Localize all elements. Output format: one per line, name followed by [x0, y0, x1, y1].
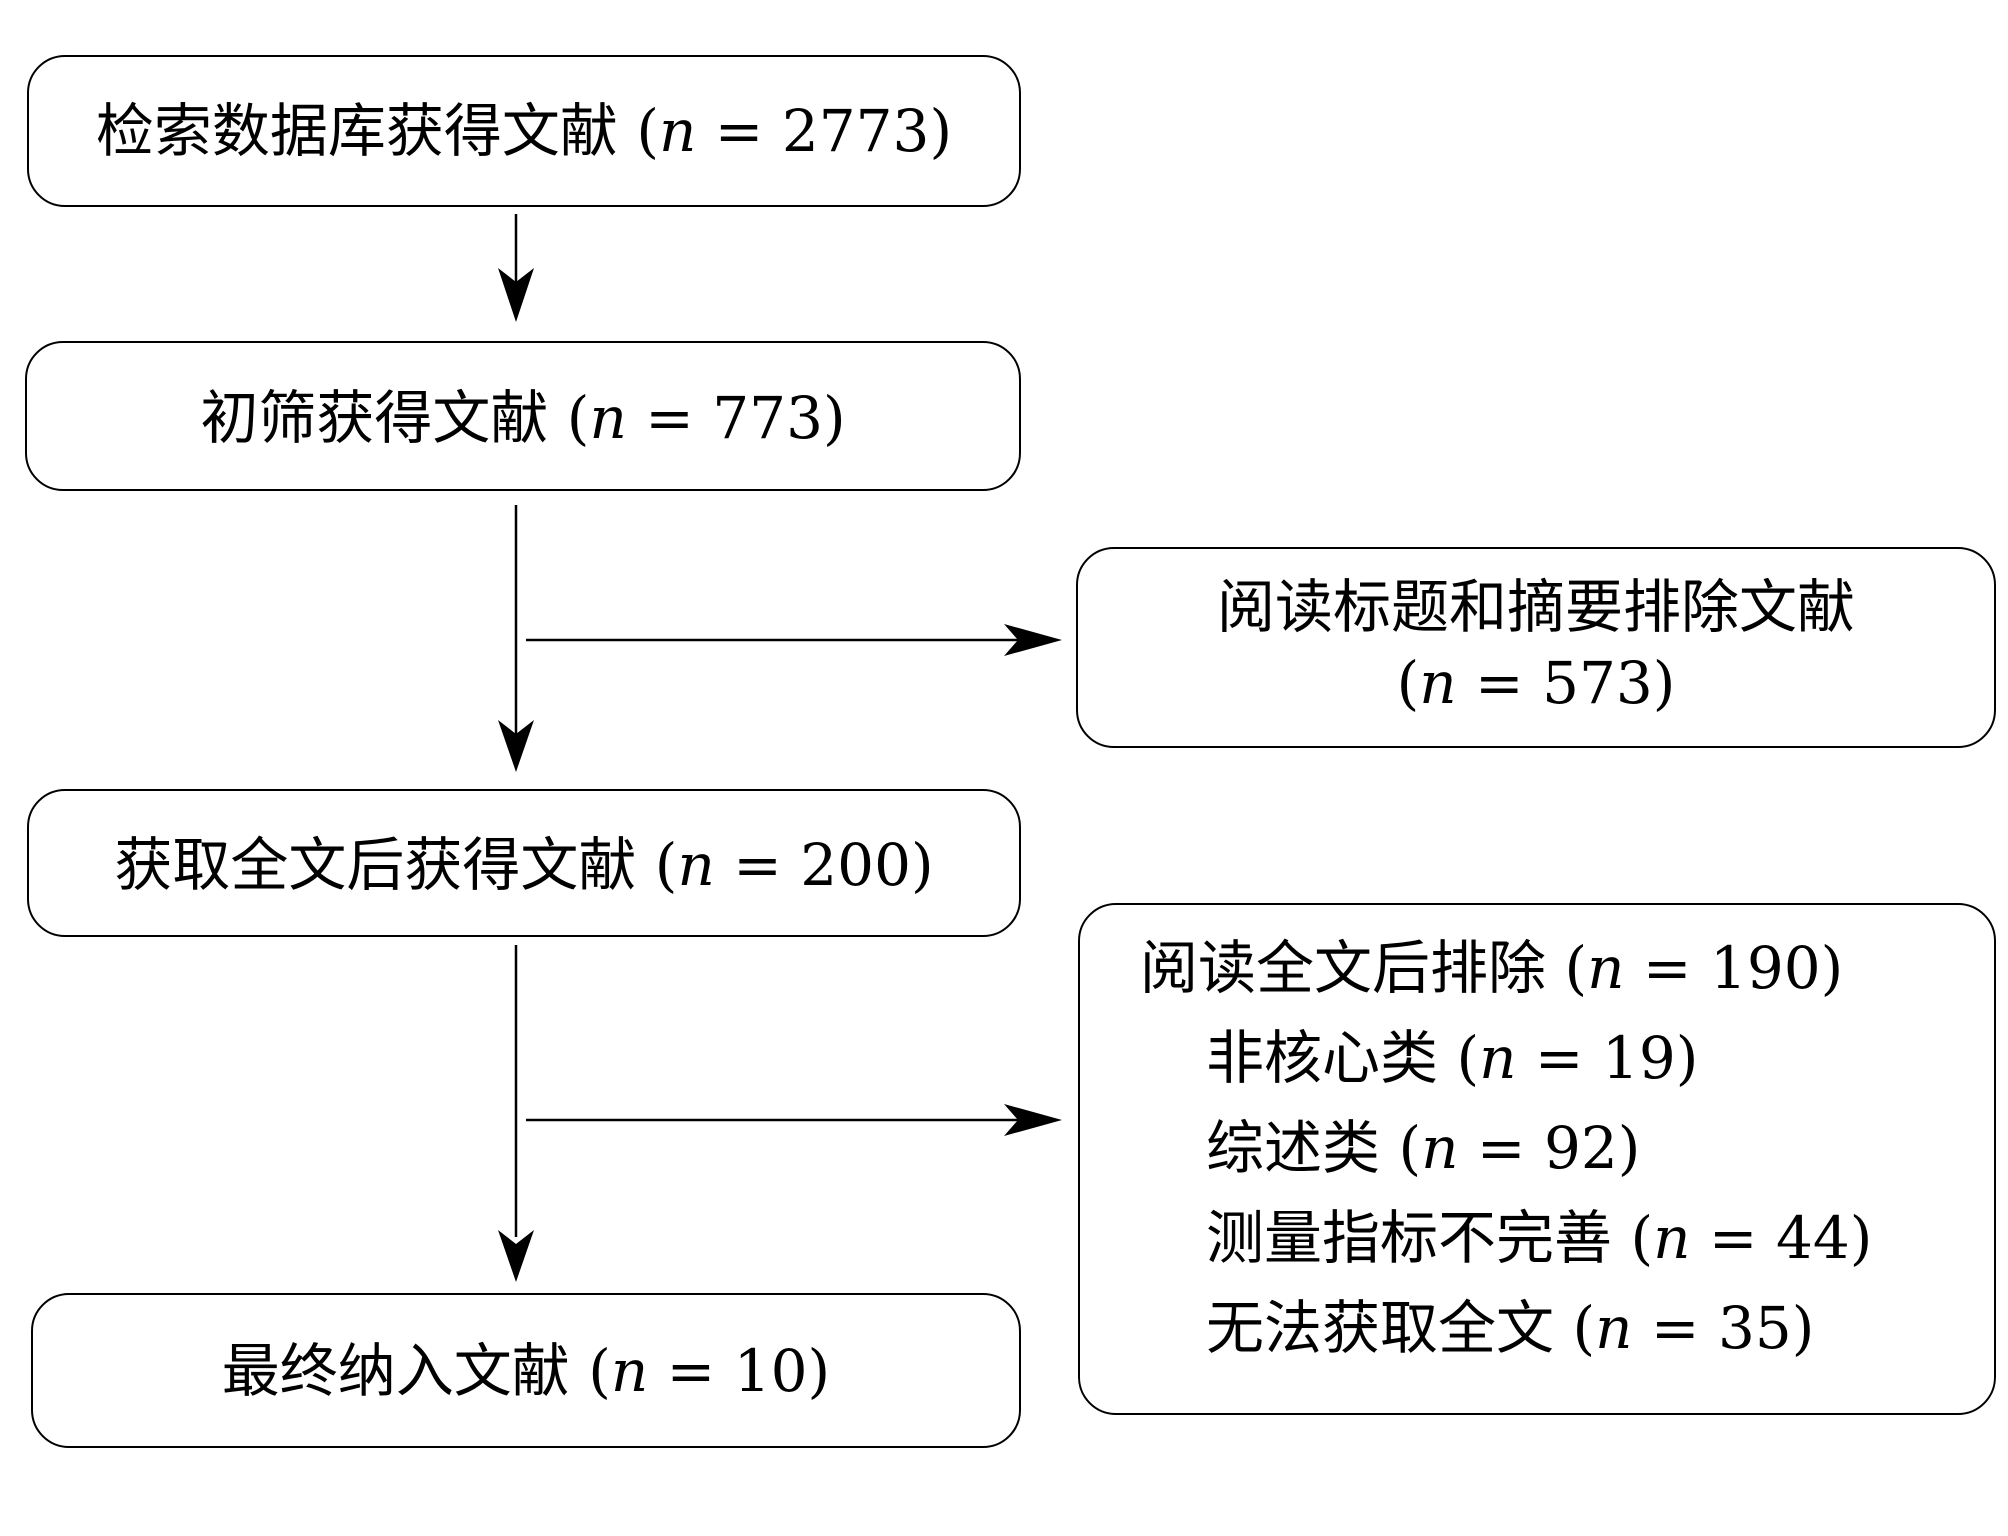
box-fulltext-retrieved: 获取全文后获得文献 (n = 200) — [27, 789, 1021, 937]
arrowhead-down-3 — [498, 1230, 534, 1282]
reason-label: 非核心类 — [1206, 1024, 1439, 1092]
title-abstract-label: 阅读标题和摘要排除文献 — [1216, 573, 1855, 641]
fulltext-label: 获取全文后获得文献 — [114, 831, 637, 899]
fulltext-count: 200 — [800, 831, 911, 899]
search-label-line: 检索数据库获得文献 (n = 2773) — [95, 97, 953, 165]
title-abstract-count-line: (n = 573) — [1396, 649, 1676, 717]
title-abstract-count: 573 — [1542, 649, 1653, 717]
reason-count: 92 — [1543, 1114, 1618, 1182]
reason-label: 综述类 — [1206, 1114, 1381, 1182]
n-variable: n — [677, 831, 715, 899]
search-label: 检索数据库获得文献 — [95, 97, 618, 165]
reason-item: 综述类 (n = 92) — [1206, 1114, 1641, 1182]
n-variable: n — [1587, 934, 1625, 1002]
reason-count: 19 — [1601, 1024, 1676, 1092]
n-variable: n — [1421, 1114, 1459, 1182]
screening-label-line: 初筛获得文献 (n = 773) — [200, 384, 846, 452]
reason-item: 无法获取全文 (n = 35) — [1206, 1294, 1815, 1362]
n-variable: n — [1653, 1204, 1691, 1272]
arrowhead-down-2 — [498, 720, 534, 772]
fulltext-excluded-line: 阅读全文后排除 (n = 190) — [1140, 934, 1844, 1002]
box-initial-screening: 初筛获得文献 (n = 773) — [25, 341, 1021, 491]
arrowhead-right-1 — [1004, 624, 1062, 656]
arrowhead-right-2 — [1004, 1104, 1062, 1136]
n-variable: n — [1595, 1294, 1633, 1362]
screening-label: 初筛获得文献 — [200, 384, 549, 452]
box-fulltext-exclusion: 阅读全文后排除 (n = 190) 非核心类 (n = 19) 综述类 (n =… — [1078, 903, 1996, 1415]
reason-count: 44 — [1775, 1204, 1850, 1272]
final-label: 最终纳入文献 — [221, 1337, 570, 1405]
box-title-abstract-exclusion: 阅读标题和摘要排除文献 (n = 573) — [1076, 547, 1996, 748]
reason-item: 非核心类 (n = 19) — [1206, 1024, 1699, 1092]
title-abstract-label-line: 阅读标题和摘要排除文献 — [1078, 569, 1994, 645]
n-variable: n — [1419, 649, 1457, 717]
fulltext-label-line: 获取全文后获得文献 (n = 200) — [114, 831, 934, 899]
reason-label: 测量指标不完善 — [1206, 1204, 1613, 1272]
box-database-search: 检索数据库获得文献 (n = 2773) — [27, 55, 1021, 207]
n-variable: n — [610, 1337, 649, 1405]
search-count: 2773 — [781, 97, 930, 165]
reason-label: 无法获取全文 — [1206, 1294, 1555, 1362]
reason-count: 35 — [1717, 1294, 1792, 1362]
fulltext-excluded-label: 阅读全文后排除 — [1140, 934, 1547, 1002]
fulltext-excluded-count: 190 — [1709, 934, 1821, 1002]
n-variable: n — [589, 384, 627, 452]
n-variable: n — [659, 97, 697, 165]
screening-count: 773 — [712, 384, 823, 452]
arrowhead-down-1 — [498, 268, 534, 322]
final-count: 10 — [733, 1337, 808, 1405]
n-variable: n — [1479, 1024, 1517, 1092]
box-final-included: 最终纳入文献 (n = 10) — [31, 1293, 1021, 1448]
reason-item: 测量指标不完善 (n = 44) — [1206, 1204, 1873, 1272]
final-label-line: 最终纳入文献 (n = 10) — [221, 1337, 831, 1405]
